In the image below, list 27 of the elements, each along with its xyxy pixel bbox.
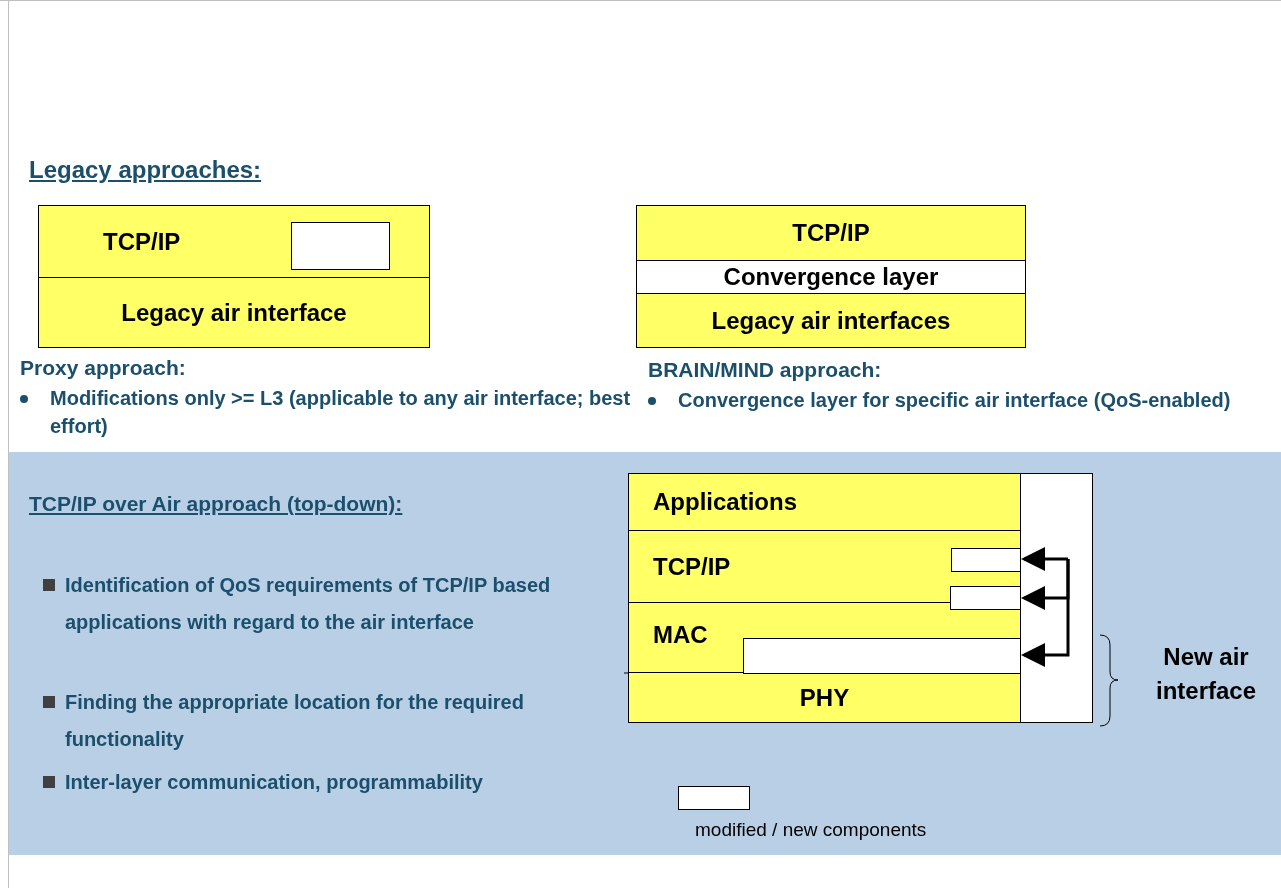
bullet-text: Identification of QoS requirements of TCP/IP based applications with regard to the air interface	[65, 573, 552, 635]
arrow	[1021, 559, 1070, 667]
component-box	[951, 548, 1022, 572]
component-box	[743, 638, 1022, 674]
layer-box: MAC	[628, 602, 1021, 673]
section-heading: Legacy approaches:	[29, 155, 262, 185]
layer-box: TCP/IP	[628, 530, 1021, 603]
approach-title: Proxy approach:	[20, 355, 186, 381]
bullet-text: Finding the appropriate location for the required functionality	[65, 690, 525, 752]
arrow	[1021, 547, 1068, 571]
layer-box: TCP/IP	[38, 205, 430, 278]
layer-box: Legacy air interfaces	[636, 293, 1026, 348]
layer-box: Legacy air interface	[38, 277, 430, 348]
approach-title: BRAIN/MIND approach:	[648, 357, 882, 383]
section-heading: TCP/IP over Air approach (top-down):	[29, 491, 403, 517]
bullet-text: Inter-layer communication, programmability	[65, 770, 483, 795]
layer-box: TCP/IP	[636, 205, 1026, 261]
brace-label: New air interface	[1154, 642, 1257, 706]
layer-box: Applications	[628, 473, 1021, 531]
bullet-text: Convergence layer for specific air interface (QoS-enabled)	[678, 388, 1231, 413]
legend-text: modified / new components	[695, 818, 927, 842]
layer-box: Convergence layer	[636, 260, 1026, 294]
layer-box: PHY	[628, 672, 1021, 723]
component-box	[291, 222, 390, 270]
cross-layer-column	[1020, 473, 1093, 723]
bullet-text: Modifications only >= L3 (applicable to any air interface; best effort)	[50, 386, 632, 439]
component-box	[950, 586, 1021, 610]
